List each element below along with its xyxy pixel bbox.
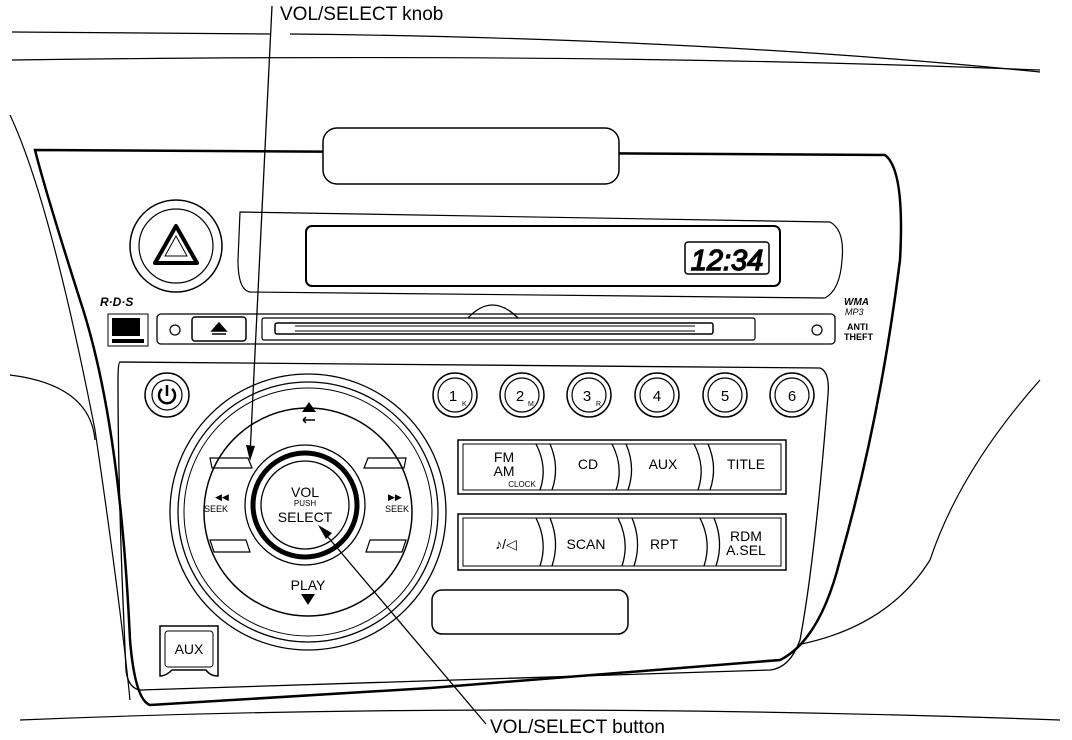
audio-mute-label: ♪/◁ [495,536,517,552]
clock-readout: 12:34 [691,245,764,277]
rdm-asel-button[interactable]: RDM A.SEL [726,528,766,558]
preset-number: 3 [583,388,591,405]
scan-label: SCAN [567,536,606,552]
power-button[interactable] [144,372,190,418]
bottom-storage-slot [431,589,629,635]
up-triangle-icon [302,402,316,412]
anti-theft-theft: THEFT [844,332,873,342]
down-triangle-icon [301,594,315,605]
preset-button-5[interactable]: 5 [702,372,748,418]
skip-forward-icon: ▶▶ [388,492,402,502]
skip-back-icon: ◀◀ [215,492,229,502]
rpt-button[interactable]: RPT [650,536,678,552]
preset-number: 2 [516,388,524,405]
asel-label: A.SEL [726,542,766,558]
rds-badge: R·D·S [100,295,133,309]
seek-left-label: SEEK [204,504,228,514]
cd-button[interactable]: CD [578,456,598,472]
indicator-light-right [811,324,823,336]
indicator-light-left [169,324,181,336]
seek-right-button[interactable]: ▶▶ SEEK [385,492,409,514]
select-label: SELECT [278,509,333,525]
callout-button: VOL/SELECT button [318,525,665,738]
clock-label: CLOCK [508,480,536,489]
preset-number: 6 [788,388,796,405]
preset-button-1[interactable]: 1 K [432,372,478,418]
cd-label: CD [578,456,598,472]
fm-label: FM [494,449,514,465]
compact-disc-logo-icon [107,313,149,347]
title-button[interactable]: TITLE [727,456,765,472]
rdm-label: RDM [730,528,762,544]
am-label: AM [494,463,515,479]
preset-subscript: M [528,401,534,408]
rpt-label: RPT [650,536,678,552]
aux-jack-button[interactable]: AUX [159,625,219,677]
vol-label: VOL [291,484,319,500]
preset-number: 4 [653,388,661,405]
audio-mute-button[interactable]: ♪/◁ [495,536,517,552]
ring-up-button[interactable] [302,402,316,424]
aux-mode-button[interactable]: AUX [649,456,678,472]
anti-theft-anti: ANTI [847,322,868,332]
preset-button-2[interactable]: 2 M [499,372,545,418]
scan-button[interactable]: SCAN [567,536,606,552]
hazard-button[interactable] [129,199,223,293]
mode-button-row-2 [457,513,787,571]
preset-number: 5 [721,388,729,405]
preset-subscript: K [462,401,467,408]
vol-select-button[interactable]: VOL PUSH SELECT [278,484,333,525]
eject-icon [210,321,228,335]
push-label: PUSH [294,499,316,508]
seek-right-label: SEEK [385,504,409,514]
power-icon [157,385,177,405]
dashboard-lines [9,31,1061,721]
lcd-display [305,225,781,287]
callout-knob-label: VOL/SELECT knob [280,4,443,25]
ring-play-button[interactable]: PLAY [291,577,326,605]
vol-select-knob[interactable] [244,444,366,566]
play-label: PLAY [291,577,326,593]
seek-left-button[interactable]: ◀◀ SEEK [204,492,229,514]
preset-subscript: R [596,401,601,408]
aux-label: AUX [649,456,678,472]
mp3-badge: MP3 [845,307,864,317]
control-panel [117,361,829,691]
fm-am-button[interactable]: FM AM CLOCK [465,446,537,489]
preset-number: 1 [449,388,457,405]
clock-readout-box [684,241,770,275]
mode-button-row-1 [457,439,787,495]
display-surround [237,211,844,299]
preset-button-4[interactable]: 4 [634,372,680,418]
eject-button[interactable] [191,316,247,342]
title-label: TITLE [727,456,765,472]
preset-button-6[interactable]: 6 [769,372,815,418]
cd-slot [274,322,714,335]
wma-badge: WMA [844,297,869,308]
preset-button-3[interactable]: 3 R [566,372,612,418]
aux-jack-label: AUX [175,641,204,657]
return-icon [302,416,315,424]
callout-button-label: VOL/SELECT button [490,717,665,738]
callout-knob: VOL/SELECT knob [246,4,443,461]
hazard-triangle-icon [153,224,199,265]
top-storage-slot [322,127,620,185]
